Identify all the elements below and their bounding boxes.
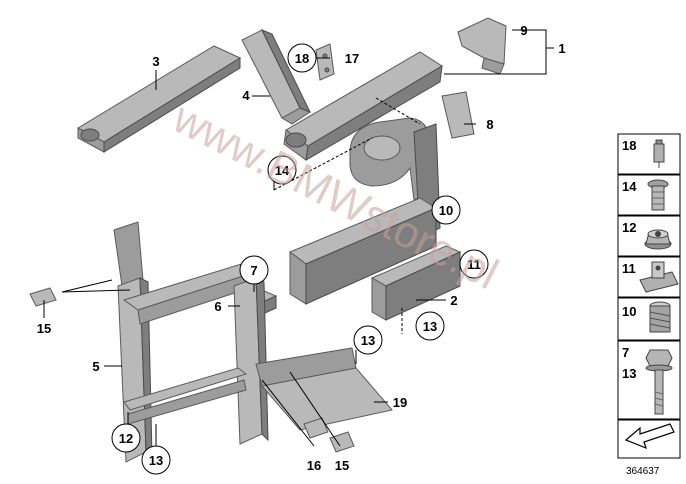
callout-19: 19 bbox=[393, 395, 407, 410]
part-9-bracket bbox=[457, 17, 507, 75]
clip-nut-icon bbox=[639, 261, 679, 293]
diagram-id: 364637 bbox=[626, 466, 660, 477]
part-17-plate bbox=[315, 43, 335, 81]
callout-5: 5 bbox=[92, 359, 99, 374]
part-4-bracket bbox=[241, 29, 312, 125]
callout-18: 18 bbox=[295, 51, 309, 66]
callout-6: 6 bbox=[214, 299, 221, 314]
callout-15-right: 15 bbox=[335, 458, 349, 473]
fastener-legend: 18 14 12 11 10 7 13 bbox=[617, 133, 681, 459]
callout-14: 14 bbox=[275, 163, 290, 178]
part-10-lower-beam bbox=[288, 197, 438, 305]
callout-16: 16 bbox=[307, 458, 321, 473]
callout-17: 17 bbox=[345, 51, 359, 66]
legend-label-18: 18 bbox=[622, 138, 636, 153]
callout-rings bbox=[111, 43, 489, 475]
callout-11: 11 bbox=[467, 257, 481, 272]
callout-labels: 3 4 18 17 9 1 8 14 10 11 7 6 2 13 15 13 … bbox=[37, 23, 566, 473]
legend-label-13: 13 bbox=[622, 366, 636, 381]
hex-collar-nut-icon bbox=[644, 229, 672, 250]
leader-lines bbox=[43, 29, 554, 447]
rivet-icon bbox=[653, 139, 665, 168]
callout-3: 3 bbox=[152, 54, 159, 69]
legend-label-11: 11 bbox=[622, 261, 636, 276]
part-8-plate bbox=[441, 91, 475, 139]
callout-10: 10 bbox=[439, 203, 453, 218]
callout-1: 1 bbox=[558, 41, 565, 56]
legend-label-14: 14 bbox=[622, 179, 637, 194]
part-15-plate-left bbox=[29, 287, 57, 307]
part-2-reinforcement bbox=[370, 245, 462, 321]
callout-2: 2 bbox=[450, 293, 457, 308]
part-15-plate-right bbox=[329, 431, 355, 453]
callout-13-bottom: 13 bbox=[149, 453, 163, 468]
callout-4: 4 bbox=[242, 88, 250, 103]
callout-15-left: 15 bbox=[37, 321, 51, 336]
part-3-beam bbox=[76, 45, 242, 153]
part-5-front-carrier bbox=[113, 221, 393, 463]
callout-13-right: 13 bbox=[361, 333, 375, 348]
legend-label-7: 7 bbox=[622, 345, 629, 360]
callout-7: 7 bbox=[250, 263, 257, 278]
part-1-upper-beam bbox=[283, 51, 443, 161]
callout-13-mid: 13 bbox=[423, 319, 437, 334]
legend-label-12: 12 bbox=[622, 220, 636, 235]
expanding-rivet-icon bbox=[647, 179, 669, 211]
part-16-plate bbox=[303, 417, 329, 439]
direction-arrow-icon bbox=[624, 423, 675, 450]
legend-label-10: 10 bbox=[622, 304, 636, 319]
callout-12: 12 bbox=[119, 431, 133, 446]
callout-8: 8 bbox=[486, 117, 493, 132]
threaded-insert-icon bbox=[649, 301, 671, 333]
callout-9: 9 bbox=[520, 23, 527, 38]
hex-bolt-icon bbox=[645, 349, 673, 415]
